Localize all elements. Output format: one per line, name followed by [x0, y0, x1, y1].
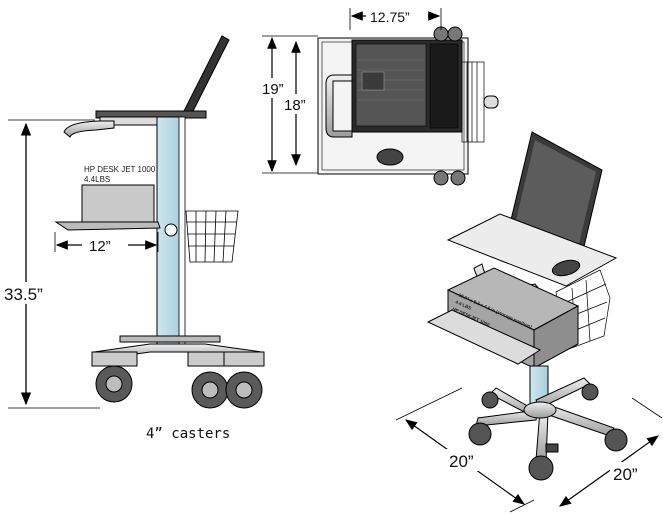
- height-dimension-label: 33.5”: [4, 285, 43, 304]
- shelf-width-dimension-label: 12”: [89, 238, 111, 255]
- side-pole-knob: [164, 223, 178, 237]
- iso-printer-box-side: [533, 305, 579, 369]
- iso-printer-shelf: [426, 309, 542, 365]
- isometric-view: 18.07 x 8.3 x 4.9 in (storage position) …: [395, 131, 663, 513]
- side-laptop-screen: [183, 35, 230, 114]
- side-view: 33.5” 12” HP DESK JET 1000 4.4LBS 4” cas…: [2, 35, 265, 442]
- top-handle: [325, 74, 353, 138]
- side-basket: [185, 210, 239, 263]
- iso-base-right-dimension-label: 20”: [613, 465, 638, 484]
- iso-box-label-line2: 4.4 LBS: [455, 299, 472, 310]
- top-view: 12.75” 19” 18”: [258, 6, 499, 186]
- side-printer: [81, 184, 155, 226]
- top-width-dimension-label: 12.75”: [370, 9, 410, 25]
- iso-mouse: [551, 259, 581, 277]
- side-base-plate: [119, 335, 221, 343]
- casters-label: 4” casters: [146, 426, 230, 442]
- printer-weight-label: 4.4LBS: [84, 175, 110, 184]
- printer-model-label: HP DESK JET 1000: [84, 165, 156, 174]
- side-printer-shelf: [54, 221, 161, 231]
- iso-base-right-dimension-line: [559, 435, 659, 507]
- side-casters: [91, 351, 265, 409]
- top-depth-inner-dimension-label: 18”: [284, 97, 306, 114]
- top-depth-outer-dimension-label: 19”: [262, 81, 284, 98]
- top-mouse: [376, 148, 404, 166]
- iso-star-base: [475, 377, 615, 463]
- side-handle: [63, 120, 115, 138]
- iso-base-left-dimension-label: 20”: [449, 452, 474, 471]
